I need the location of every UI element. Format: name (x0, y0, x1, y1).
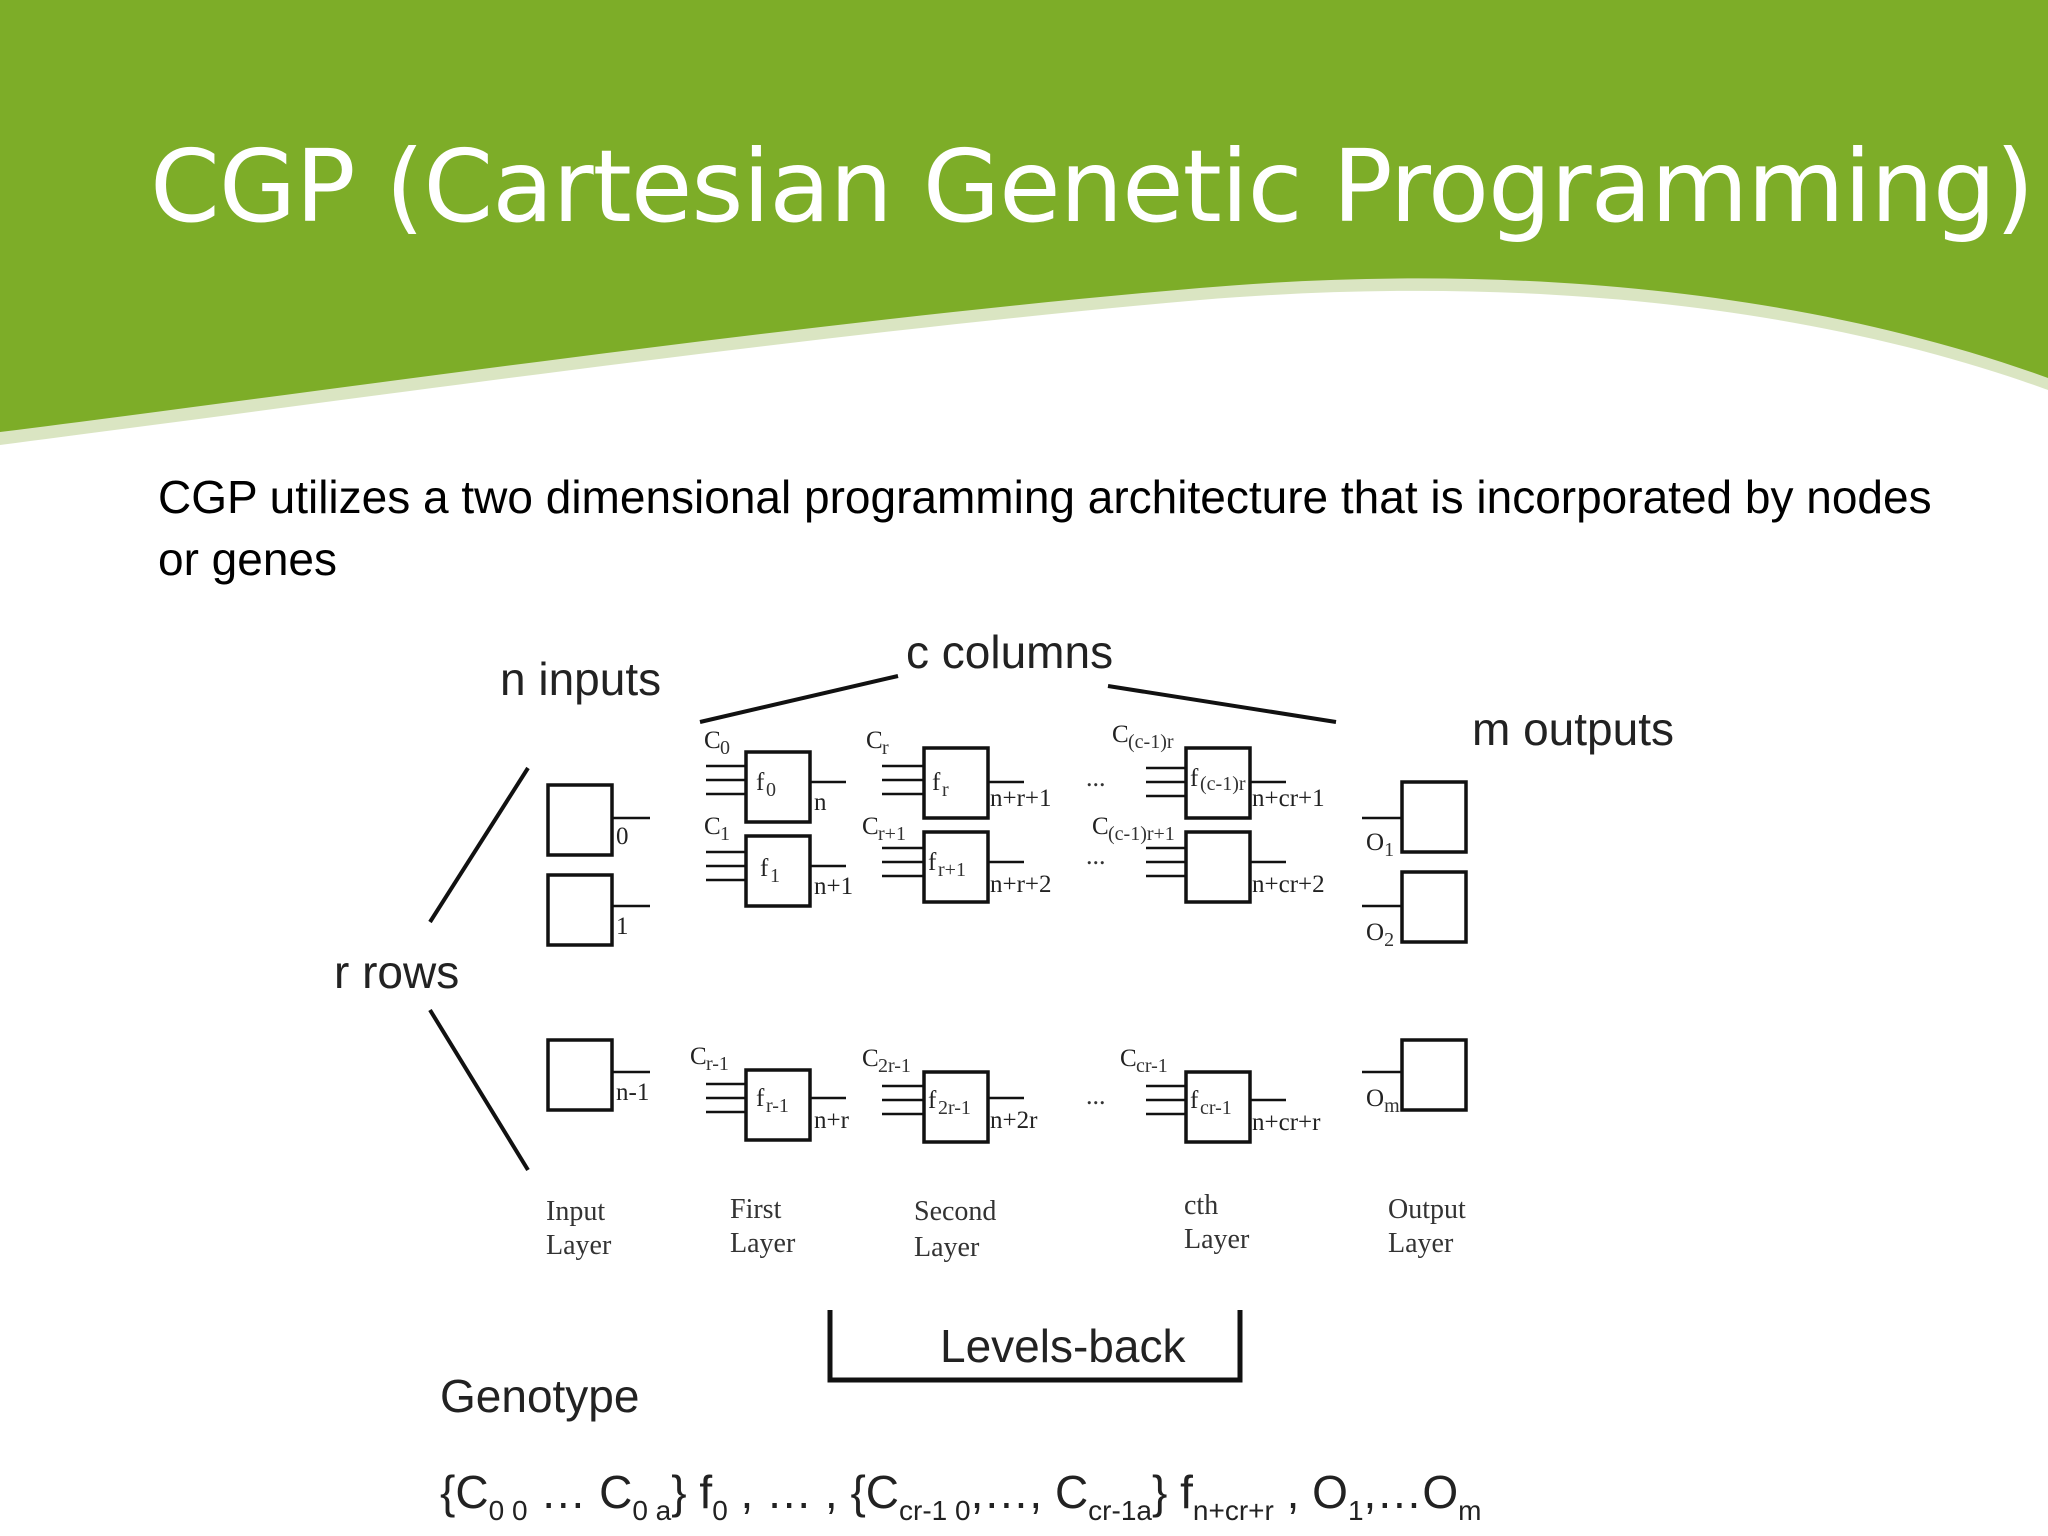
svg-text:n+cr+2: n+cr+2 (1252, 871, 1325, 898)
svg-text:C: C (704, 727, 721, 754)
output-port-2: O2 (1366, 919, 1394, 951)
m-outputs-label: m outputs (1472, 703, 1674, 755)
layer-label-output: Output (1388, 1194, 1466, 1225)
layer-label-cth: cth (1184, 1190, 1218, 1221)
svg-text:f: f (928, 849, 937, 876)
svg-text:C: C (862, 1045, 879, 1072)
svg-text:(c-1)r: (c-1)r (1128, 731, 1174, 753)
layer-label-first-2: Layer (730, 1228, 796, 1259)
svg-text:0: 0 (766, 779, 776, 801)
svg-text:2r-1: 2r-1 (938, 1097, 971, 1119)
ellipsis-row-2: ... (1086, 841, 1106, 870)
svg-text:1: 1 (720, 823, 730, 845)
header-band (0, 0, 2048, 445)
slide-body-text: CGP utilizes a two dimensional programmi… (158, 471, 1932, 585)
svg-text:f: f (756, 1085, 765, 1112)
n-inputs-label: n inputs (500, 653, 661, 705)
input-port-1: 1 (616, 913, 629, 940)
svg-text:f: f (932, 769, 941, 796)
cgp-architecture-diagram: n inputs c columns m outputs r rows 0 1 … (334, 626, 1674, 1526)
svg-text:r-1: r-1 (706, 1053, 729, 1075)
input-port-n-1: n-1 (616, 1079, 649, 1106)
output-port-1: O1 (1366, 829, 1394, 861)
slide-title: CGP (Cartesian Genetic Programming) (150, 128, 2034, 245)
svg-text:f: f (928, 1087, 937, 1114)
svg-text:n+r+1: n+r+1 (990, 785, 1052, 812)
layer-label-first: First (730, 1194, 782, 1225)
columns-bracket-right (1107, 684, 1337, 724)
svg-text:C: C (704, 813, 721, 840)
ellipsis-row-r: ... (1086, 1081, 1106, 1110)
genotype-formula: {C0 0 … C0 a} f0 , … , {Ccr-1 0,…, Ccr-1… (440, 1466, 1481, 1526)
svg-text:f: f (1190, 1087, 1199, 1114)
header-green-band (0, 0, 2048, 432)
svg-text:(c-1)r+1: (c-1)r+1 (1108, 823, 1175, 845)
svg-text:r+1: r+1 (878, 823, 906, 845)
svg-text:C: C (862, 813, 879, 840)
svg-text:cr-1: cr-1 (1136, 1055, 1168, 1077)
svg-text:f: f (756, 769, 765, 796)
svg-text:0: 0 (720, 737, 730, 759)
levels-back-label: Levels-back (940, 1320, 1186, 1372)
svg-text:n+r: n+r (814, 1107, 850, 1134)
svg-text:C: C (1112, 721, 1129, 748)
layer-label-input: Input (546, 1196, 605, 1227)
svg-text:n+r+2: n+r+2 (990, 871, 1052, 898)
layer-label-output-2: Layer (1388, 1228, 1454, 1259)
svg-text:C: C (1092, 813, 1109, 840)
input-port-0: 0 (616, 823, 629, 850)
output-box-2 (1400, 870, 1468, 944)
svg-text:n+cr+r: n+cr+r (1252, 1109, 1321, 1136)
node-c(c-1)r: C(c-1)r f(c-1)r n+cr+1 (1112, 721, 1325, 820)
layer-label-input-2: Layer (546, 1230, 612, 1261)
output-port-m: Om (1366, 1085, 1400, 1117)
input-box-1 (546, 873, 614, 947)
svg-text:f: f (1190, 765, 1199, 792)
ellipsis-row-1: ... (1086, 763, 1106, 792)
svg-text:n: n (814, 789, 827, 816)
svg-text:n+cr+1: n+cr+1 (1252, 785, 1325, 812)
genotype-label: Genotype (440, 1370, 639, 1422)
layer-label-second-2: Layer (914, 1232, 980, 1263)
rows-bracket-bottom (428, 1008, 530, 1172)
svg-text:cr-1: cr-1 (1200, 1097, 1232, 1119)
svg-text:1: 1 (770, 865, 780, 887)
node-c(c-1)r+1: C(c-1)r+1 n+cr+2 (1092, 813, 1325, 904)
svg-text:C: C (1120, 1045, 1137, 1072)
svg-text:2r-1: 2r-1 (878, 1055, 911, 1077)
levels-back-bracket (827, 1310, 1243, 1383)
svg-text:n+2r: n+2r (990, 1107, 1038, 1134)
output-box-m (1400, 1038, 1468, 1112)
svg-text:r-1: r-1 (766, 1095, 789, 1117)
layer-label-cth-2: Layer (1184, 1224, 1250, 1255)
input-box-0 (546, 783, 614, 857)
svg-text:r+1: r+1 (938, 859, 966, 881)
svg-text:C: C (690, 1043, 707, 1070)
rows-bracket-top (428, 766, 530, 924)
svg-text:r: r (942, 779, 949, 801)
r-rows-label: r rows (334, 946, 459, 998)
svg-text:(c-1)r: (c-1)r (1200, 773, 1246, 795)
svg-text:C: C (866, 727, 883, 754)
layer-label-second: Second (914, 1196, 996, 1227)
svg-text:f: f (760, 855, 769, 882)
output-box-1 (1400, 780, 1468, 854)
svg-text:r: r (882, 737, 889, 759)
input-box-n-1 (546, 1038, 614, 1112)
columns-bracket-left (699, 674, 899, 724)
c-columns-label: c columns (906, 626, 1113, 678)
svg-text:n+1: n+1 (814, 873, 853, 900)
